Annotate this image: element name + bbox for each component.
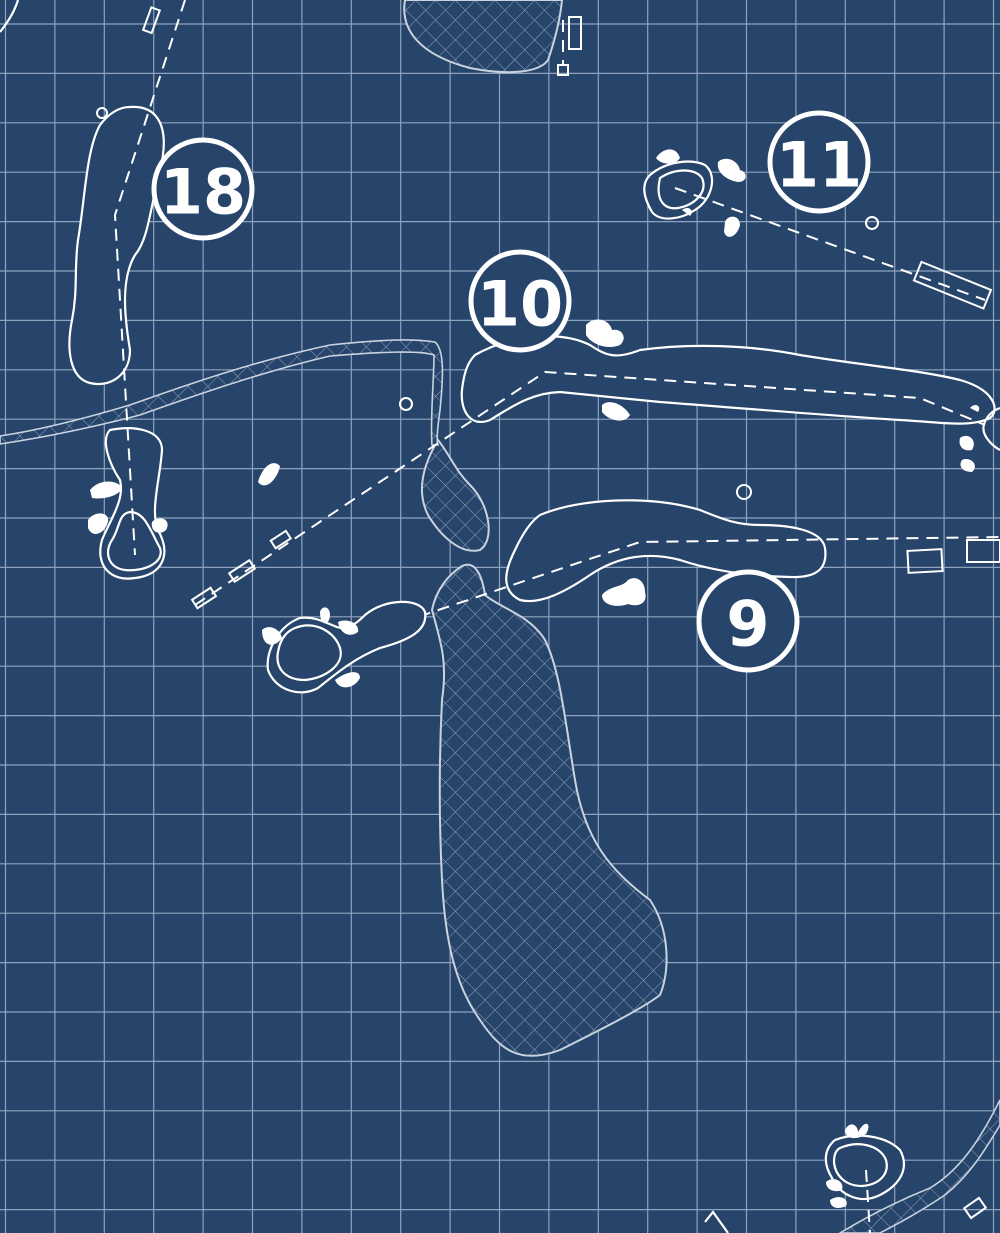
hole-number-11: 11 — [776, 129, 862, 202]
tee-18 — [141, 6, 162, 35]
marker-18 — [96, 107, 108, 119]
bunker — [262, 607, 360, 688]
hole-number-9: 9 — [726, 588, 769, 661]
hole-number-10: 10 — [477, 268, 563, 341]
water-hazard-top — [403, 0, 564, 74]
green-10-edge — [982, 406, 1000, 451]
badge-circle — [767, 110, 871, 214]
hole-number-18: 18 — [160, 156, 246, 229]
hole-badge-10: 10 — [468, 249, 572, 353]
arc-top-left — [0, 0, 20, 33]
badge-circle — [696, 569, 800, 673]
marker-10 — [399, 397, 413, 411]
water-hazard-mid — [421, 438, 490, 552]
tee-11 — [912, 260, 993, 310]
marker-9 — [736, 484, 752, 500]
tee-10b — [227, 558, 257, 584]
route-10 — [194, 370, 986, 606]
tee-10c — [269, 529, 293, 550]
hole-badge-9: 9 — [696, 569, 800, 673]
green-18 — [107, 510, 162, 572]
route-bottom — [865, 1169, 871, 1233]
badge-circle — [151, 137, 255, 241]
badge-circle — [468, 249, 572, 353]
green-18-surround — [99, 427, 166, 580]
route-11 — [674, 187, 986, 301]
bunker — [602, 578, 646, 606]
hole-badge-11: 11 — [767, 110, 871, 214]
green-8 — [276, 624, 342, 682]
creek — [0, 339, 444, 446]
hole-badge-18: 18 — [151, 137, 255, 241]
green-bottom — [832, 1143, 888, 1188]
tee-9b — [966, 539, 1000, 563]
tee-9a — [906, 548, 944, 574]
creek-stub — [704, 1210, 729, 1233]
bunker — [656, 149, 746, 237]
marker-11 — [865, 216, 879, 230]
fairway-10 — [460, 335, 996, 425]
tee-10a — [190, 586, 218, 610]
tee-top — [568, 16, 582, 50]
water-hazard-large — [430, 563, 668, 1057]
tee-bottom — [962, 1196, 988, 1220]
green-bottom-surround — [824, 1134, 906, 1201]
route-18 — [113, 0, 186, 556]
bunker — [826, 1123, 869, 1208]
fairway-18 — [68, 105, 165, 386]
